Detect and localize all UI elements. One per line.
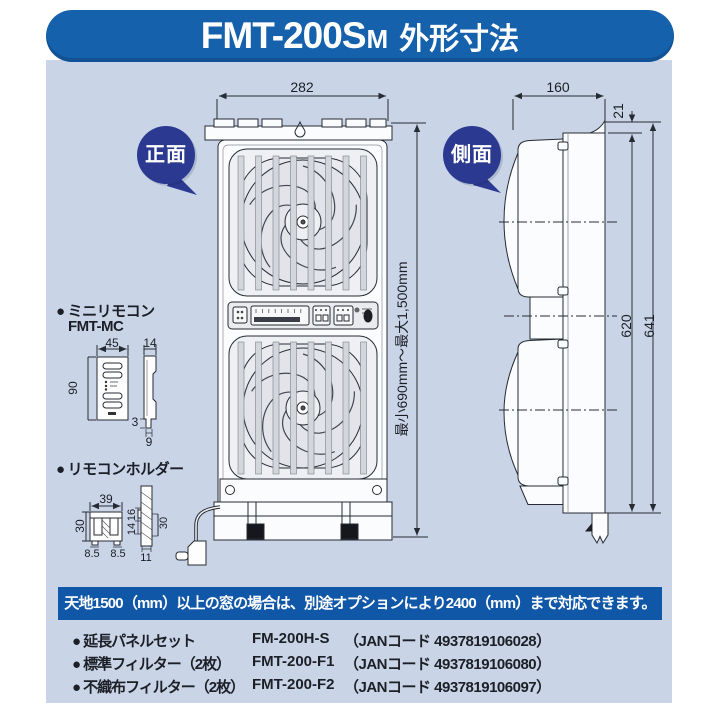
- front-view-label: 正面: [145, 144, 187, 166]
- holder-dim-30-right: 30: [158, 516, 170, 530]
- option-row-extension-panel: ●延長パネルセット FM-200H-S （JANコード 493781910602…: [72, 630, 672, 652]
- option-name: ●延長パネルセット: [72, 633, 196, 650]
- option-jan-code: （JANコード 4937819106097）: [344, 679, 551, 696]
- bullet-icon: ●: [56, 461, 65, 478]
- holder-dim-11: 11: [140, 552, 152, 564]
- holder-dim-30-left: 30: [73, 519, 87, 533]
- mini-remote-model: FMT-MC: [68, 318, 124, 335]
- holder-dim-8-5-right: 8.5: [110, 548, 126, 560]
- remote-dim-14: 14: [143, 336, 157, 350]
- option-jan-code: （JANコード 4937819106028）: [344, 633, 551, 650]
- dim-height-range: 最小690mm～最大1,500mm: [394, 261, 410, 437]
- holder-dim-39: 39: [99, 492, 113, 506]
- remote-dim-45: 45: [105, 336, 119, 350]
- remote-dim-9: 9: [145, 435, 153, 449]
- mini-remote-drawing: [87, 345, 157, 437]
- remote-holder-drawing: [82, 485, 159, 552]
- bullet-icon: ●: [72, 633, 81, 650]
- option-row-nonwoven-filter: ●不織布フィルター（2枚） FMT-200-F2 （JANコード 4937819…: [72, 676, 672, 698]
- option-model: FM-200H-S: [252, 630, 330, 647]
- option-model: FMT-200-F2: [252, 676, 335, 693]
- title-model-suffix: M: [366, 23, 389, 54]
- option-model: FMT-200-F1: [252, 653, 335, 670]
- front-view-drawing: [175, 92, 428, 566]
- dim-hook-21: 21: [610, 103, 626, 119]
- title-model: FMT-200S: [200, 15, 367, 56]
- bullet-icon: ●: [72, 656, 81, 673]
- bullet-icon: ●: [56, 303, 65, 320]
- holder-heading: ●リモコンホルダー: [56, 461, 184, 478]
- dim-width-282: 282: [290, 79, 314, 95]
- side-view-bubble: 側面: [443, 126, 501, 184]
- remote-dim-3: 3: [131, 415, 139, 429]
- front-view-bubble: 正面: [137, 126, 195, 184]
- mini-remote-heading: ●ミニリモコン: [56, 303, 155, 320]
- title-suffix: 外形寸法: [399, 23, 520, 56]
- notice-bar: 天地1500（mm）以上の窓の場合は、別途オプションにより2400（mm）まで対…: [58, 587, 662, 620]
- option-row-standard-filter: ●標準フィルター（2枚） FMT-200-F1 （JANコード 49378191…: [72, 653, 672, 675]
- dim-total-641: 641: [641, 314, 657, 338]
- holder-dim-14: 14: [126, 522, 138, 536]
- side-view-label: 側面: [451, 144, 493, 166]
- side-view-drawing: [499, 92, 661, 545]
- option-name: ●標準フィルター（2枚）: [72, 656, 231, 673]
- option-name: ●不織布フィルター（2枚）: [72, 679, 245, 696]
- holder-dim-8-5-left: 8.5: [84, 548, 100, 560]
- bullet-icon: ●: [72, 679, 81, 696]
- remote-dim-90: 90: [66, 381, 80, 395]
- dim-body-620: 620: [618, 314, 634, 338]
- option-jan-code: （JANコード 4937819106080）: [344, 656, 551, 673]
- dim-depth-160: 160: [546, 79, 570, 95]
